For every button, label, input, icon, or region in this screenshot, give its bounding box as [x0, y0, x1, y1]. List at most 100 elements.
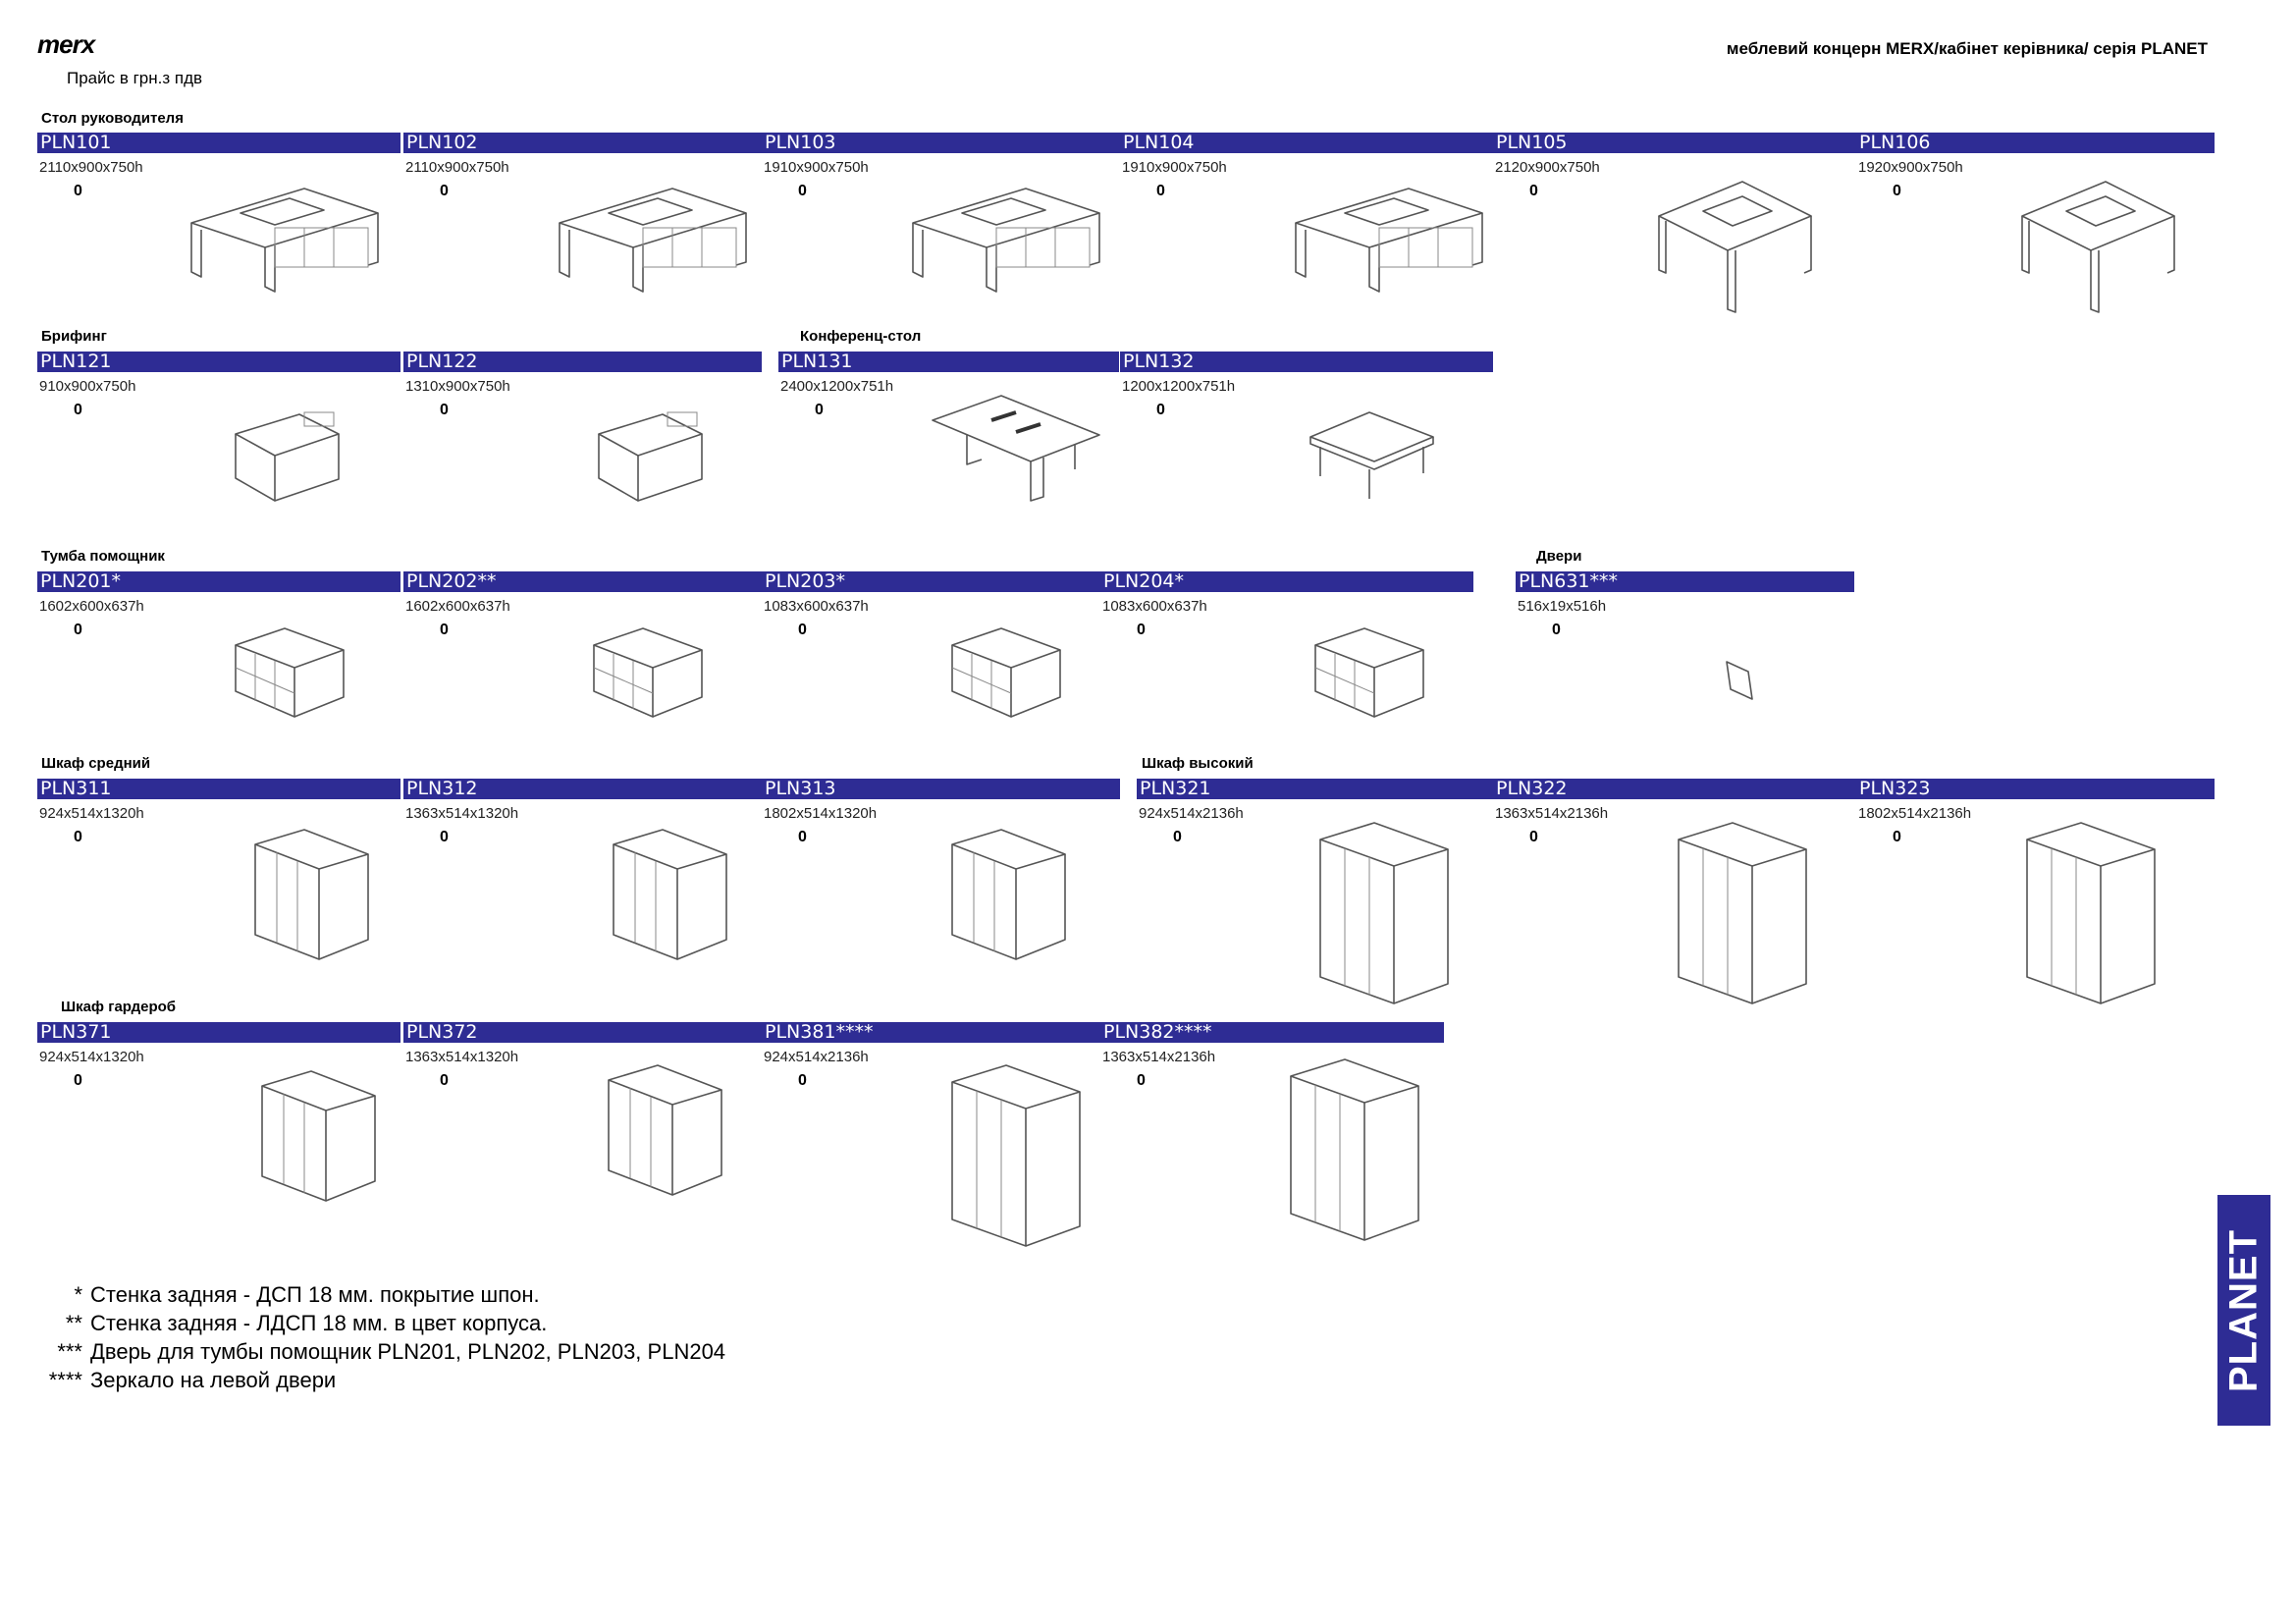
- tall-cabinet-icon: [947, 1062, 1085, 1249]
- product-price: 0: [1173, 829, 1182, 845]
- document-title: меблевий концерн MERX/кабінет керівника/…: [1726, 39, 2208, 58]
- product-dimensions: 1310x900x750h: [405, 378, 510, 395]
- product-dimensions: 924x514x1320h: [39, 1049, 144, 1065]
- brand-logo: merx: [37, 29, 95, 59]
- product-price: 0: [798, 622, 807, 638]
- product-code-pln322: PLN322: [1493, 779, 1856, 799]
- footnote: *Стенка задняя - ДСП 18 мм. покрытие шпо…: [74, 1282, 540, 1307]
- product-dimensions: 1200x1200x751h: [1122, 378, 1236, 395]
- product-price: 0: [1137, 622, 1146, 638]
- product-price: 0: [1893, 829, 1901, 845]
- product-dimensions: 1363x514x1320h: [405, 1049, 519, 1065]
- product-dimensions: 516x19x516h: [1518, 598, 1607, 615]
- product-price: 0: [74, 402, 82, 418]
- product-price: 0: [798, 1072, 807, 1089]
- product-code-pln131: PLN131: [778, 352, 1119, 372]
- product-price: 0: [74, 622, 82, 638]
- section-conference: Конференц-стол: [800, 328, 922, 345]
- product-dimensions: 2120x900x750h: [1495, 159, 1600, 176]
- product-code-pln101: PLN101: [37, 133, 400, 153]
- cabinet-icon: [250, 827, 373, 964]
- product-dimensions: 1920x900x750h: [1858, 159, 1963, 176]
- briefing-table-icon: [231, 405, 348, 508]
- product-code-pln381: PLN381****: [762, 1022, 1100, 1043]
- cabinet-icon: [257, 1068, 380, 1206]
- product-code-pln311: PLN311: [37, 779, 400, 799]
- product-dimensions: 1363x514x2136h: [1102, 1049, 1216, 1065]
- credenza-icon: [947, 621, 1065, 724]
- product-code-pln372: PLN372: [403, 1022, 762, 1043]
- product-code-pln631: PLN631***: [1516, 571, 1854, 592]
- product-price: 0: [1156, 402, 1165, 418]
- section-executive-desk: Стол руководителя: [41, 110, 184, 127]
- product-code-pln102: PLN102: [403, 133, 762, 153]
- section-doors: Двери: [1536, 548, 1582, 565]
- section-briefing: Брифинг: [41, 328, 107, 345]
- product-code-pln132: PLN132: [1120, 352, 1493, 372]
- product-dimensions: 2110x900x750h: [405, 159, 509, 176]
- product-dimensions: 2110x900x750h: [39, 159, 143, 176]
- cabinet-icon: [604, 1062, 726, 1200]
- product-price: 0: [74, 1072, 82, 1089]
- product-dimensions: 1802x514x1320h: [764, 805, 878, 822]
- product-price: 0: [1137, 1072, 1146, 1089]
- product-code-pln321: PLN321: [1137, 779, 1493, 799]
- product-dimensions: 2400x1200x751h: [780, 378, 894, 395]
- tall-cabinet-icon: [2022, 820, 2160, 1006]
- product-code-pln382: PLN382****: [1100, 1022, 1444, 1043]
- product-price: 0: [440, 622, 449, 638]
- product-dimensions: 1602x600x637h: [405, 598, 510, 615]
- product-price: 0: [74, 829, 82, 845]
- series-side-tab: PLANET: [2217, 1195, 2270, 1426]
- credenza-icon: [231, 621, 348, 724]
- product-code-pln371: PLN371: [37, 1022, 400, 1043]
- footnote: **Стенка задняя - ЛДСП 18 мм. в цвет кор…: [65, 1311, 548, 1335]
- product-price: 0: [440, 1072, 449, 1089]
- product-dimensions: 924x514x2136h: [764, 1049, 869, 1065]
- product-dimensions: 1910x900x750h: [1122, 159, 1227, 176]
- product-dimensions: 1910x900x750h: [764, 159, 869, 176]
- product-price: 0: [440, 402, 449, 418]
- product-dimensions: 1602x600x637h: [39, 598, 144, 615]
- door-panel-icon: [1723, 658, 1757, 702]
- credenza-icon: [1310, 621, 1428, 724]
- product-dimensions: 1363x514x1320h: [405, 805, 519, 822]
- price-note: Прайс в грн.з пдв: [67, 69, 203, 87]
- product-price: 0: [1552, 622, 1561, 638]
- desk-icon: [2017, 172, 2179, 319]
- desk-l-icon: [1286, 169, 1497, 297]
- product-price: 0: [1156, 183, 1165, 199]
- section-assistant-tumba: Тумба помощник: [41, 548, 165, 565]
- desk-l-icon: [903, 169, 1114, 297]
- product-code-pln202: PLN202**: [403, 571, 762, 592]
- product-dimensions: 1802x514x2136h: [1858, 805, 1972, 822]
- section-cabinet-mid: Шкаф средний: [41, 755, 151, 772]
- product-dimensions: 1363x514x2136h: [1495, 805, 1609, 822]
- product-code-pln204: PLN204*: [1100, 571, 1473, 592]
- product-price: 0: [798, 829, 807, 845]
- footnote: ***Дверь для тумбы помощник PLN201, PLN2…: [57, 1339, 726, 1364]
- product-code-pln313: PLN313: [762, 779, 1120, 799]
- product-code-pln122: PLN122: [403, 352, 762, 372]
- credenza-icon: [589, 621, 707, 724]
- desk-l-icon: [182, 169, 393, 297]
- product-price: 0: [1893, 183, 1901, 199]
- product-dimensions: 1083x600x637h: [1102, 598, 1207, 615]
- product-code-pln103: PLN103: [762, 133, 1120, 153]
- product-dimensions: 910x900x750h: [39, 378, 136, 395]
- product-code-pln106: PLN106: [1856, 133, 2215, 153]
- section-wardrobe: Шкаф гардероб: [61, 999, 177, 1015]
- product-dimensions: 1083x600x637h: [764, 598, 869, 615]
- product-price: 0: [440, 183, 449, 199]
- product-code-pln312: PLN312: [403, 779, 762, 799]
- product-dimensions: 924x514x1320h: [39, 805, 144, 822]
- product-price: 0: [74, 183, 82, 199]
- footnote: ****Зеркало на левой двери: [48, 1368, 337, 1392]
- tall-cabinet-icon: [1674, 820, 1811, 1006]
- product-code-pln104: PLN104: [1120, 133, 1493, 153]
- product-price: 0: [1529, 829, 1538, 845]
- conference-table-icon: [928, 391, 1104, 509]
- product-code-pln105: PLN105: [1493, 133, 1856, 153]
- product-dimensions: 924x514x2136h: [1139, 805, 1244, 822]
- desk-l-icon: [550, 169, 761, 297]
